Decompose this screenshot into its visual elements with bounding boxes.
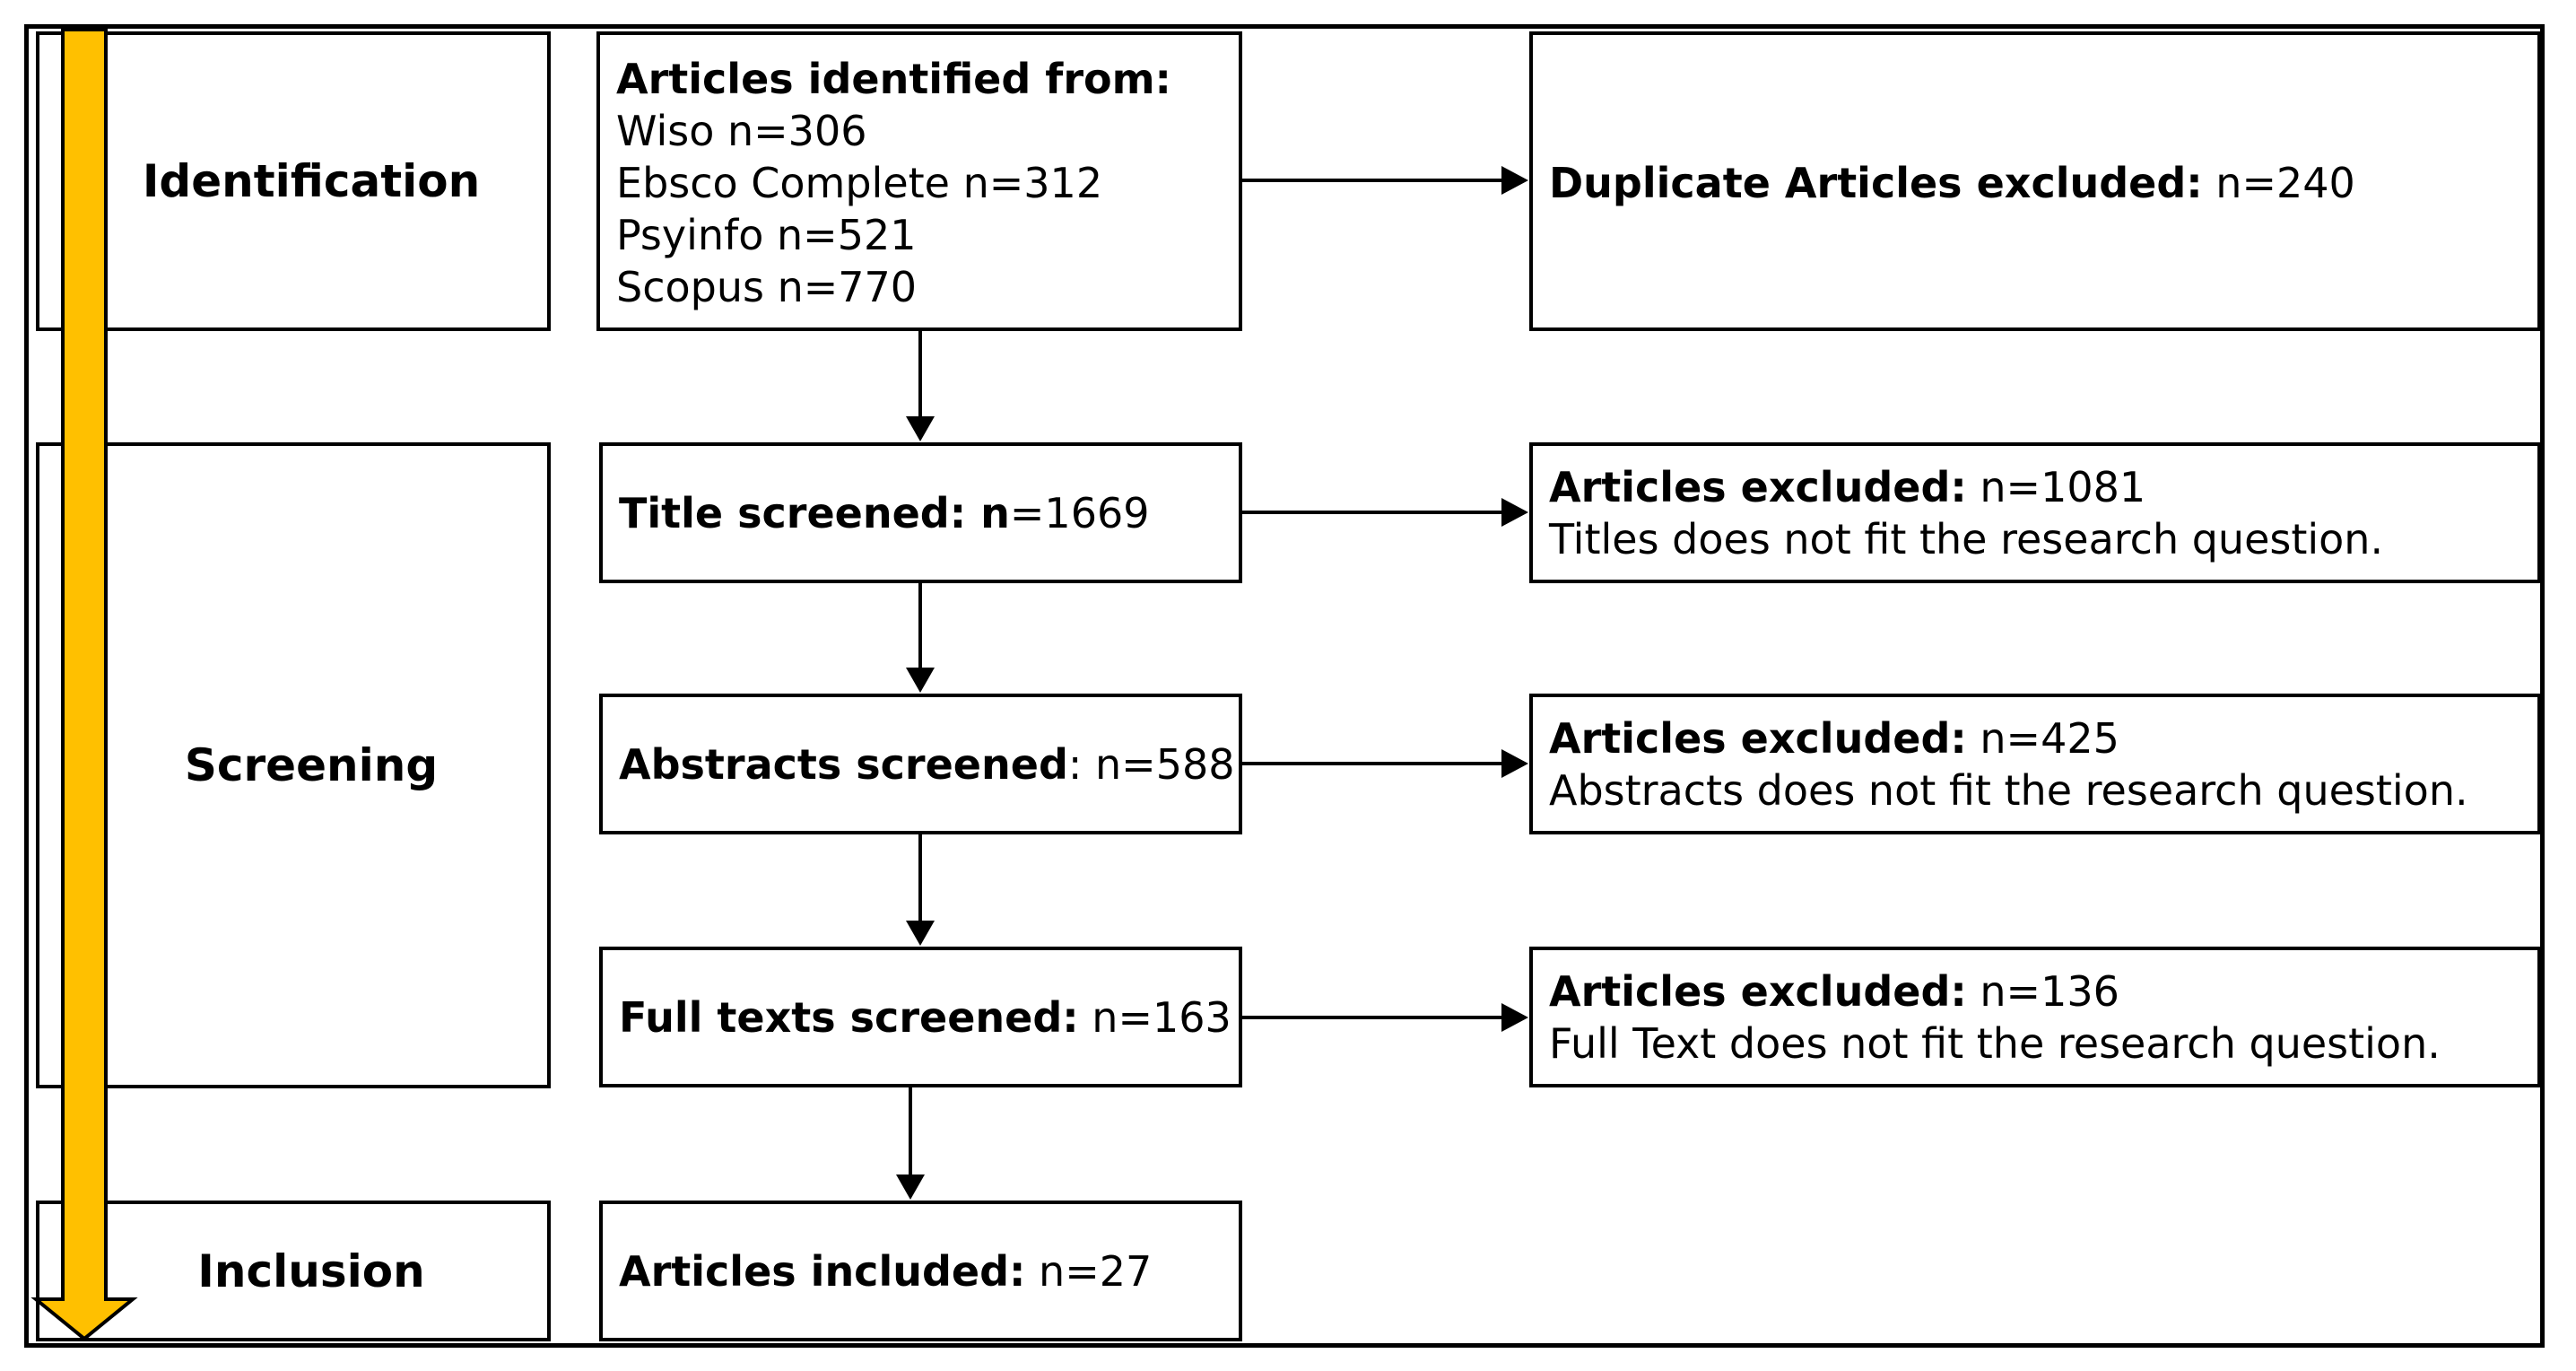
excluded-abstract-label: Articles excluded: [1549, 713, 1967, 763]
abstracts-screened-value: : n=588 [1067, 739, 1235, 789]
arrow-head [1501, 166, 1528, 195]
arrow-head [1501, 498, 1528, 527]
excluded-title-label: Articles excluded: [1549, 462, 1967, 511]
horizontal-connectors [1242, 166, 1528, 1032]
title-screened-box: Title screened: n=1669 [599, 442, 1242, 583]
duplicates-excluded-value: n=240 [2202, 159, 2355, 207]
fulltexts-screened-label: Full texts screened: [619, 992, 1079, 1042]
stage-inclusion-label: Inclusion [197, 1244, 425, 1297]
excluded-fulltext-label: Articles excluded: [1549, 966, 1967, 1016]
excluded-title-box: Articles excluded: n=1081 Titles does no… [1529, 442, 2541, 583]
excluded-title-reason: Titles does not fit the research questio… [1549, 514, 2384, 563]
arrow-head [906, 921, 935, 946]
excluded-abstract-value: n=425 [1966, 713, 2119, 763]
title-screened-label: Title screened: n [619, 488, 1010, 537]
abstracts-screened-label: Abstracts screened [619, 739, 1068, 789]
excluded-abstract-reason: Abstracts does not fit the research ques… [1549, 765, 2468, 815]
identified-heading: Articles identified from: [616, 55, 1171, 103]
source-scopus: Scopus n=770 [616, 263, 918, 311]
excluded-fulltext-reason: Full Text does not fit the research ques… [1549, 1018, 2441, 1068]
title-screened-value: =1669 [1009, 488, 1150, 537]
excluded-abstract-box: Articles excluded: n=425 Abstracts does … [1529, 694, 2541, 834]
excluded-fulltext-value: n=136 [1966, 966, 2119, 1016]
articles-included-label: Articles included: [619, 1246, 1026, 1296]
vertical-connectors [896, 331, 935, 1200]
arrow-head [896, 1175, 925, 1200]
fulltexts-screened-value: n=163 [1078, 992, 1231, 1042]
stage-identification-box: Identification [36, 31, 551, 331]
duplicates-excluded-label: Duplicate Articles excluded: [1549, 159, 2203, 207]
abstracts-screened-box: Abstracts screened: n=588 [599, 694, 1242, 834]
articles-included-box: Articles included: n=27 [599, 1201, 1242, 1341]
arrow-head [1501, 1003, 1528, 1032]
excluded-title-value: n=1081 [1966, 462, 2146, 511]
excluded-fulltext-box: Articles excluded: n=136 Full Text does … [1529, 947, 2541, 1087]
articles-included-value: n=27 [1025, 1246, 1153, 1296]
stage-inclusion-box: Inclusion [36, 1201, 551, 1341]
source-psyinfo: Psyinfo n=521 [616, 211, 917, 259]
arrow-head [906, 668, 935, 693]
source-wiso: Wiso n=306 [616, 107, 867, 155]
progress-down-arrow [30, 28, 138, 1341]
stage-screening-box: Screening [36, 442, 551, 1088]
identified-articles-box: Articles identified from: Wiso n=306 Ebs… [596, 31, 1242, 331]
arrow-head [906, 416, 935, 441]
stage-identification-label: Identification [142, 155, 481, 207]
source-ebsco: Ebsco Complete n=312 [616, 159, 1103, 207]
stage-screening-label: Screening [184, 739, 439, 791]
fulltexts-screened-box: Full texts screened: n=163 [599, 947, 1242, 1087]
duplicates-excluded-box: Duplicate Articles excluded: n=240 [1529, 31, 2541, 331]
arrow-head [1501, 749, 1528, 778]
